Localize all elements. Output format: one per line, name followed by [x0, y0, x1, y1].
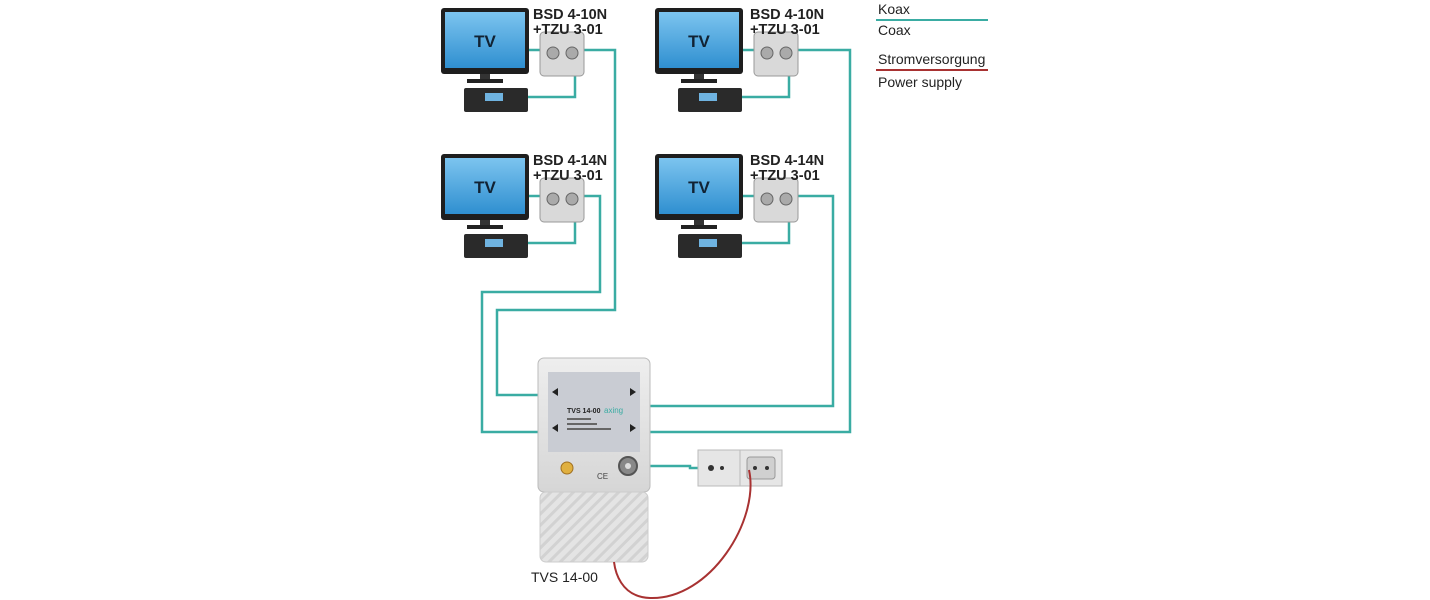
outlet-unit-4: TV BSD 4-14N +TZU 3-01: [654, 153, 824, 259]
tv-label: TV: [474, 32, 496, 51]
outlet-label: BSD 4-10N: [750, 7, 824, 23]
brand-logo: axing: [604, 406, 623, 415]
legend-coax-en: Coax: [878, 22, 911, 38]
amplifier-model: TVS 14-00: [567, 408, 601, 415]
outlet-unit-1: TV BSD 4-10N +TZU 3-01: [440, 7, 607, 113]
amplifier-label: TVS 14-00: [531, 569, 598, 585]
coax-cable: [495, 48, 617, 397]
coax-cable: [650, 194, 835, 408]
outlet-unit-3: TV BSD 4-14N +TZU 3-01: [440, 153, 607, 259]
tv-label: TV: [688, 32, 710, 51]
outlet-label: BSD 4-14N: [533, 153, 607, 169]
coax-cable: [480, 194, 602, 434]
outlet-label: +TZU 3-01: [533, 22, 603, 38]
legend-power-de: Stromversorgung: [878, 51, 985, 67]
coax-cables: [480, 48, 852, 470]
wall-socket: [697, 449, 783, 487]
coax-cable: [650, 48, 852, 434]
legend-coax-de: Koax: [878, 1, 910, 17]
outlet-label: +TZU 3-01: [533, 168, 603, 184]
amplifier: TVS 14-00 axing CE: [537, 357, 651, 563]
svg-text:CE: CE: [597, 472, 608, 481]
outlet-label: +TZU 3-01: [750, 168, 820, 184]
outlet-label: +TZU 3-01: [750, 22, 820, 38]
outlet-unit-2: TV BSD 4-10N +TZU 3-01: [654, 7, 824, 113]
tv-label: TV: [474, 178, 496, 197]
tv-label: TV: [688, 178, 710, 197]
power-cable: [613, 469, 752, 600]
outlet-label: BSD 4-10N: [533, 7, 607, 23]
legend: Koax Coax Stromversorgung Power supply: [876, 1, 988, 90]
outlet-label: BSD 4-14N: [750, 153, 824, 169]
power-unit: [539, 491, 649, 563]
legend-power-en: Power supply: [878, 74, 962, 90]
